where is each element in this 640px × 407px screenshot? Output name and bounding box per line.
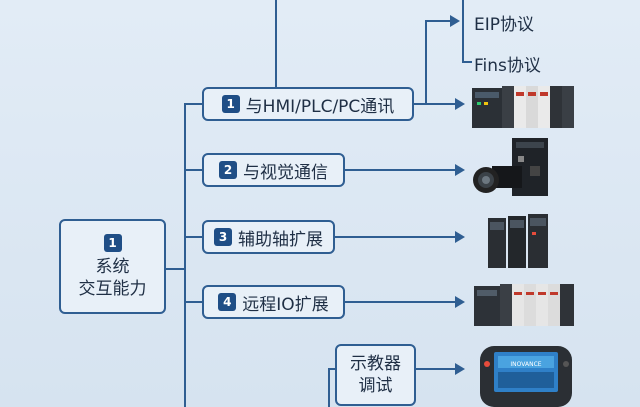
system-interaction-box: 1 系统 交互能力 (59, 219, 166, 314)
teach-label-line1: 示教器 (350, 354, 401, 374)
arrow-teach-line (415, 368, 458, 370)
feature-label: 与HMI/PLC/PC通讯 (245, 96, 395, 117)
connector-branch-1 (184, 103, 204, 105)
feature-number-badge: 3 (214, 228, 232, 246)
vision-camera-icon (473, 138, 548, 196)
arrowhead-3-icon (455, 231, 465, 243)
system-label-line1: 系统 (95, 256, 130, 277)
connector-branch-3 (184, 236, 204, 238)
feature-label: 与视觉通信 (243, 162, 328, 183)
arrowhead-4-icon (455, 296, 465, 308)
connector-top-vertical (275, 0, 277, 88)
connector-fins-vertical (462, 0, 464, 62)
plc-rack-icon (472, 86, 574, 128)
feature-label: 辅助轴扩展 (238, 229, 323, 250)
protocol-eip-label: EIP协议 (474, 15, 535, 35)
feature-label: 远程IO扩展 (242, 294, 329, 315)
pendant-brand-text: INOVANCE (510, 361, 541, 368)
connector-eip (425, 20, 455, 22)
system-label-line2: 交互能力 (78, 278, 147, 299)
connector-sys-right (165, 268, 185, 270)
teach-label-line2: 调试 (358, 376, 393, 396)
teach-pendant-box: 示教器 调试 (335, 344, 416, 406)
teach-pendant-icon: INOVANCE (480, 346, 572, 407)
arrow-3-line (334, 236, 458, 238)
arrowhead-2-icon (455, 164, 465, 176)
connector-teach-left (328, 368, 336, 370)
feature-box-remote-io: 4 远程IO扩展 (202, 285, 345, 319)
connector-branch-2 (184, 169, 204, 171)
connector-teach-vertical (328, 368, 330, 407)
connector-protocol-vertical (425, 20, 427, 105)
arrow-2-line (344, 169, 458, 171)
remote-io-icon (474, 284, 574, 326)
arrow-1-line (413, 103, 458, 105)
arrowhead-1-icon (455, 98, 465, 110)
protocol-fins-label: Fins协议 (474, 56, 541, 76)
connector-branch-4 (184, 301, 204, 303)
feature-number-badge: 4 (218, 293, 237, 311)
feature-box-hmi-plc-pc: 1 与HMI/PLC/PC通讯 (202, 87, 414, 121)
arrowhead-eip-icon (450, 15, 460, 27)
feature-number-badge: 1 (221, 95, 240, 113)
connector-main-vertical (184, 103, 186, 407)
arrow-4-line (344, 301, 458, 303)
feature-box-aux-axis: 3 辅助轴扩展 (202, 220, 335, 254)
arrowhead-teach-icon (455, 363, 465, 375)
feature-number-badge: 2 (219, 161, 237, 179)
feature-box-vision: 2 与视觉通信 (202, 153, 345, 187)
system-number-badge: 1 (103, 233, 122, 252)
servo-drives-icon (488, 214, 548, 268)
connector-fins (462, 61, 472, 63)
